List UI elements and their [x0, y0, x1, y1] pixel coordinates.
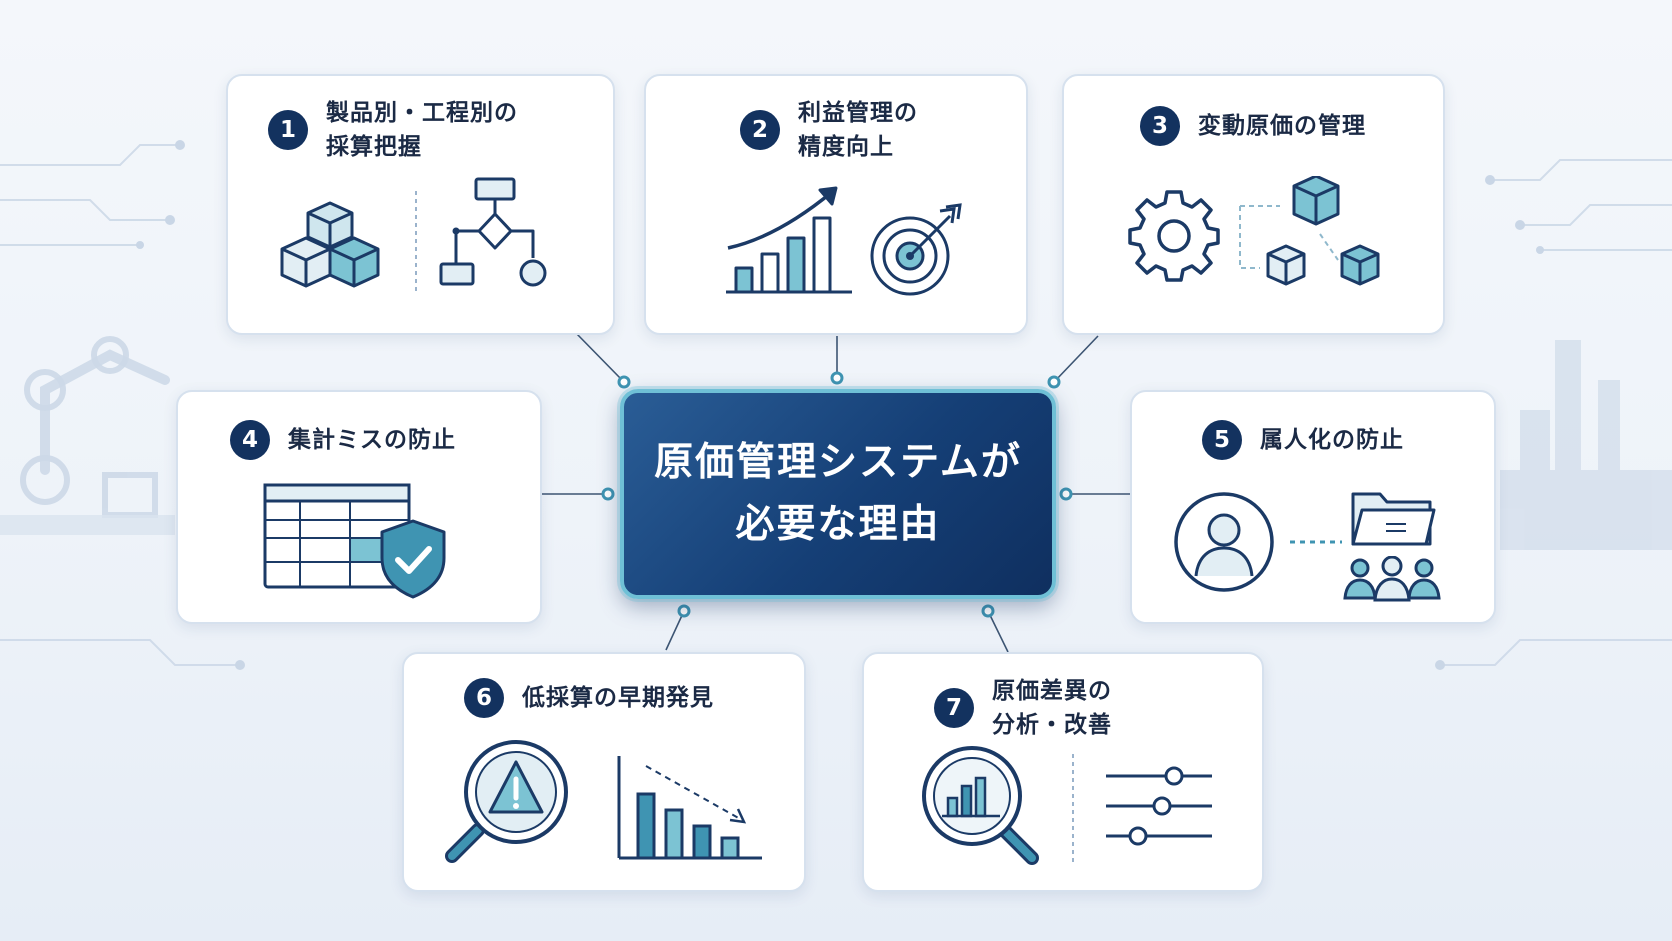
- target-icon: [870, 203, 962, 296]
- divider-line: [415, 191, 417, 291]
- reason-card-3: 3 変動原価の管理: [1062, 74, 1445, 335]
- boxes-stack-icon: [280, 201, 380, 288]
- reason-card-1: 1 製品別・工程別の 採算把握: [226, 74, 615, 335]
- folder-icon: [1351, 492, 1436, 546]
- reason-label: 低採算の早期発見: [522, 685, 714, 711]
- central-topic: 原価管理システムが 必要な理由: [620, 389, 1056, 599]
- reason-card-6: 6 低採算の早期発見: [402, 652, 806, 892]
- sliders-icon: [1106, 766, 1212, 846]
- reason-number-badge: 3: [1140, 106, 1180, 146]
- central-title: 原価管理システムが 必要な理由: [654, 440, 1022, 547]
- reason-card-2: 2 利益管理の 精度向上: [644, 74, 1028, 335]
- gear-icon: [1128, 190, 1220, 282]
- reason-number-badge: 5: [1202, 420, 1242, 460]
- shield-check-icon: [380, 519, 446, 599]
- reason-label: 製品別・工程別の 採算把握: [326, 100, 518, 160]
- magnifier-chart-icon: [922, 746, 1039, 865]
- reason-label: 変動原価の管理: [1198, 113, 1366, 139]
- reason-label: 原価差異の 分析・改善: [992, 678, 1112, 738]
- team-icon: [1343, 556, 1441, 602]
- reason-card-7: 7 原価差異の 分析・改善: [862, 652, 1264, 892]
- reason-label: 属人化の防止: [1260, 427, 1404, 453]
- magnifier-warning-icon: [445, 740, 568, 863]
- reason-number-badge: 4: [230, 420, 270, 460]
- reason-number-badge: 1: [268, 110, 308, 150]
- declining-bars-icon: [617, 756, 762, 860]
- reason-number-badge: 7: [934, 688, 974, 728]
- reason-number-badge: 2: [740, 110, 780, 150]
- dotted-link: [1290, 540, 1342, 544]
- spreadsheet-icon: [263, 483, 411, 589]
- reason-label: 利益管理の 精度向上: [798, 100, 918, 160]
- reason-card-5: 5 属人化の防止: [1130, 390, 1496, 624]
- reason-card-4: 4 集計ミスの防止: [176, 390, 542, 624]
- user-icon: [1174, 492, 1274, 592]
- reason-label: 集計ミスの防止: [288, 427, 456, 453]
- cube-network-icon: [1239, 176, 1380, 286]
- divider-line: [1072, 754, 1074, 864]
- flowchart-icon: [439, 177, 547, 287]
- reason-number-badge: 6: [464, 678, 504, 718]
- growth-chart-icon: [726, 186, 852, 294]
